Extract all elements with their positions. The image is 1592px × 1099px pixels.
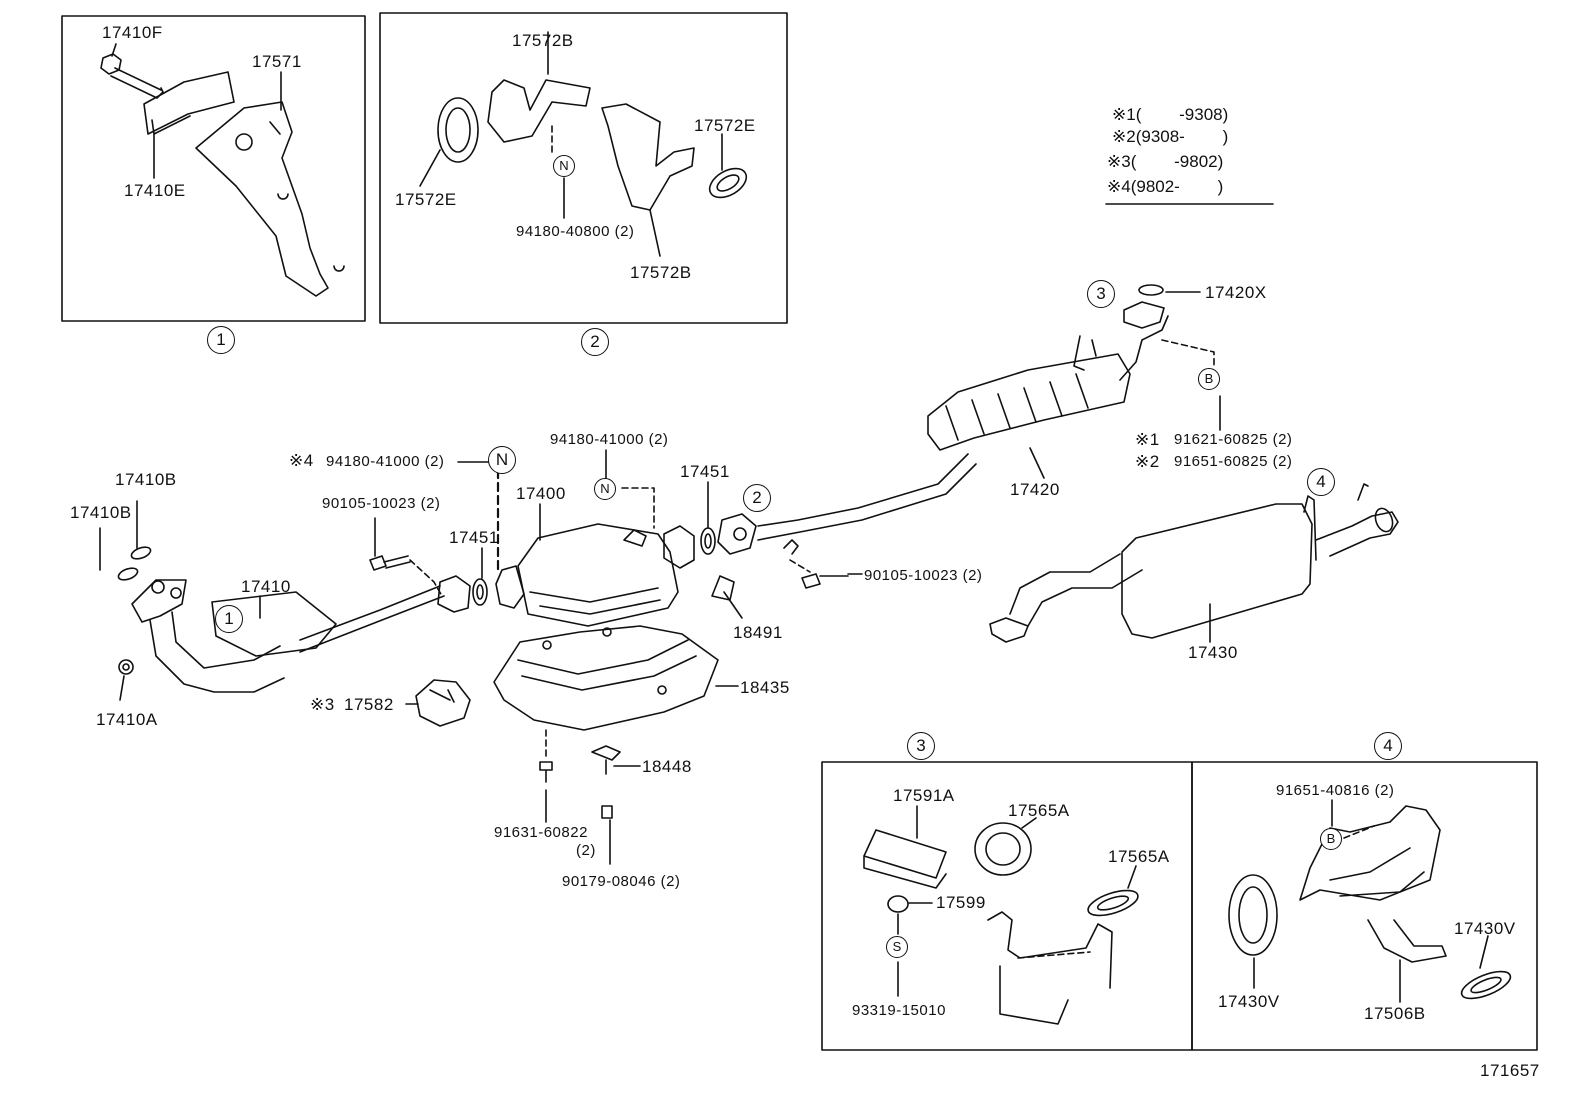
part-label-91651-60825: 91651-60825 (2) — [1174, 453, 1293, 470]
bracket-17571-drawing — [100, 53, 345, 297]
hanger-18491-drawing — [711, 575, 735, 601]
part-label-94180-40800: 94180-40800 (2) — [516, 223, 635, 240]
front-pipe-17410-drawing — [117, 546, 471, 693]
part-label-18491: 18491 — [733, 623, 783, 642]
part-label-18435: 18435 — [740, 678, 790, 697]
part-label-91621-60825: 91621-60825 (2) — [1174, 431, 1293, 448]
part-label-90105-10023-left: 90105-10023 (2) — [322, 495, 441, 512]
ref-marker-3: 3 — [907, 732, 935, 760]
part-label-93319-15010: 93319-15010 — [852, 1002, 946, 1019]
part-label-17571: 17571 — [252, 52, 302, 71]
part-label-17565a-top: 17565A — [1008, 801, 1070, 820]
part-label-94180-41000-right: 94180-41000 (2) — [550, 431, 669, 448]
part-label-17572e-right: 17572E — [694, 116, 756, 135]
ref-marker-b-inset: B — [1320, 828, 1342, 850]
catalytic-converter-17400-drawing — [495, 523, 695, 627]
part-label-17410: 17410 — [241, 577, 291, 596]
part-label-17410b-top: 17410B — [115, 470, 177, 489]
part-label-18448: 18448 — [642, 757, 692, 776]
heat-shield-18435-drawing — [493, 625, 719, 731]
inset-box-2 — [379, 12, 788, 324]
part-label-17599: 17599 — [936, 893, 986, 912]
ref-marker-4: 4 — [1374, 732, 1402, 760]
part-label-17430: 17430 — [1188, 643, 1238, 662]
part-label-90105-10023-right: 90105-10023 (2) — [864, 567, 983, 584]
part-label-17572e-left: 17572E — [395, 190, 457, 209]
gasket-17451-left — [472, 578, 488, 606]
part-label-17582: 17582 — [344, 695, 394, 714]
part-label-17506b: 17506B — [1364, 1004, 1426, 1023]
inset-3-parts — [863, 805, 1139, 1025]
part-label-17410f: 17410F — [102, 23, 163, 42]
part-label-17572b-top: 17572B — [512, 31, 574, 50]
inset-box-4 — [1191, 761, 1538, 1051]
ref-marker-2-main: 2 — [743, 484, 771, 512]
note-mark-4: ※4 — [289, 451, 314, 470]
part-label-90179-08046: 90179-08046 (2) — [562, 873, 681, 890]
inset-box-1 — [61, 15, 366, 322]
ref-marker-1-main: 1 — [215, 605, 243, 633]
legend-row-2: ※2(9308- ) — [1112, 127, 1229, 146]
tail-pipe-17430-drawing — [989, 483, 1399, 643]
ref-marker-1: 1 — [207, 326, 235, 354]
part-label-91631-qty: (2) — [576, 842, 596, 859]
ref-marker-b-main: B — [1198, 368, 1220, 390]
part-label-17430v-left: 17430V — [1218, 992, 1280, 1011]
part-label-17591a: 17591A — [893, 786, 955, 805]
part-label-17420x: 17420X — [1205, 283, 1267, 302]
gasket-17451-right — [700, 527, 716, 555]
part-label-17410a: 17410A — [96, 710, 158, 729]
note-mark-2: ※2 — [1135, 452, 1160, 471]
ref-marker-n-main-b: N — [594, 478, 616, 500]
part-label-17451-left: 17451 — [449, 528, 499, 547]
part-label-17451-right: 17451 — [680, 462, 730, 481]
part-label-17572b-bottom: 17572B — [630, 263, 692, 282]
ref-marker-n-main-a: N — [488, 446, 516, 474]
part-label-17565a-right: 17565A — [1108, 847, 1170, 866]
part-label-17430v-right: 17430V — [1454, 919, 1516, 938]
part-label-94180-41000-left: 94180-41000 (2) — [326, 453, 445, 470]
ref-marker-2: 2 — [581, 328, 609, 356]
legend-row-1: ※1( -9308) — [1112, 105, 1229, 124]
part-label-17410e: 17410E — [124, 181, 186, 200]
ref-marker-3-main: 3 — [1087, 280, 1115, 308]
ref-marker-s: S — [886, 936, 908, 958]
inset-4-parts — [1228, 799, 1512, 1003]
legend-row-4: ※4(9802- ) — [1107, 177, 1224, 196]
part-label-91651-40816: 91651-40816 (2) — [1276, 782, 1395, 799]
note-mark-3: ※3 — [310, 695, 335, 714]
ref-marker-4-main: 4 — [1307, 468, 1335, 496]
figure-number: 171657 — [1480, 1061, 1540, 1080]
part-label-17410b-left: 17410B — [70, 503, 132, 522]
part-label-17420: 17420 — [1010, 480, 1060, 499]
bracket-17572b-drawing — [437, 79, 748, 211]
center-pipe-17420-drawing — [717, 284, 1221, 555]
note-mark-1: ※1 — [1135, 430, 1160, 449]
part-label-91631-60822: 91631-60822 — [494, 824, 588, 841]
hanger-17582-drawing — [415, 679, 471, 727]
part-label-17400: 17400 — [516, 484, 566, 503]
ref-marker-n-inset: N — [553, 155, 575, 177]
legend-row-3: ※3( -9802) — [1107, 152, 1224, 171]
